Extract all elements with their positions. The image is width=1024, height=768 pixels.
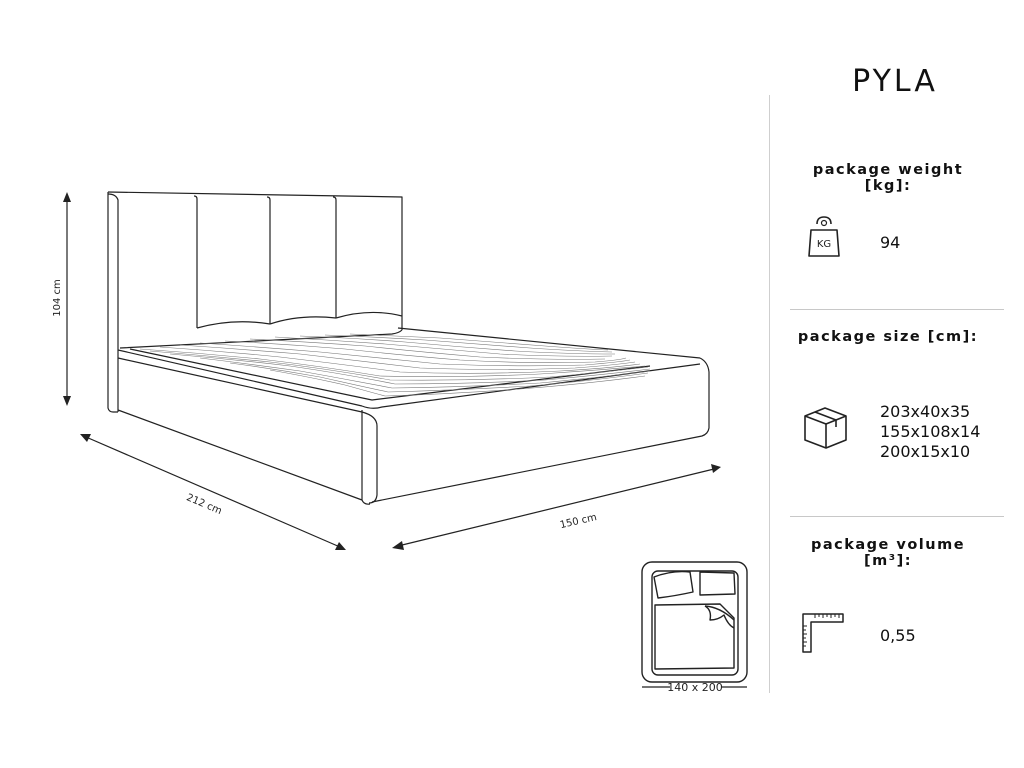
package-weight-label: package weight [kg]: <box>812 162 964 194</box>
length-label: 212 cm <box>185 492 224 517</box>
product-title: PYLA <box>852 64 938 99</box>
package-volume-label: package volume [m³]: <box>810 537 966 569</box>
package-size-label: package size [cm]: <box>797 329 979 345</box>
box-icon <box>804 407 847 449</box>
width-label: 150 cm <box>559 512 598 531</box>
bed-platform <box>117 327 710 505</box>
package-size-value-3: 200x15x10 <box>880 442 971 461</box>
package-size-value-1: 203x40x35 <box>880 402 971 421</box>
height-label: 104 cm <box>52 279 63 317</box>
package-size-value-2: 155x108x14 <box>880 422 981 441</box>
package-size-values: 203x40x35 155x108x14 200x15x10 <box>880 402 980 462</box>
section-divider-1 <box>790 309 1004 310</box>
weight-kg-icon: KG <box>808 216 840 257</box>
height-dimension <box>63 192 71 406</box>
panel-divider <box>769 95 770 693</box>
bed-slats <box>139 333 651 397</box>
headboard <box>107 191 403 413</box>
package-weight-value: 94 <box>880 233 901 252</box>
width-dimension <box>392 464 721 550</box>
section-divider-2 <box>790 516 1004 517</box>
ruler-angle-icon <box>802 613 844 653</box>
bed-top-view-icon <box>641 561 748 683</box>
mattress-size-label: 140 x 200 <box>667 681 723 694</box>
package-volume-value: 0,55 <box>880 626 916 645</box>
weight-badge-text: KG <box>817 239 831 250</box>
length-dimension <box>80 434 346 550</box>
